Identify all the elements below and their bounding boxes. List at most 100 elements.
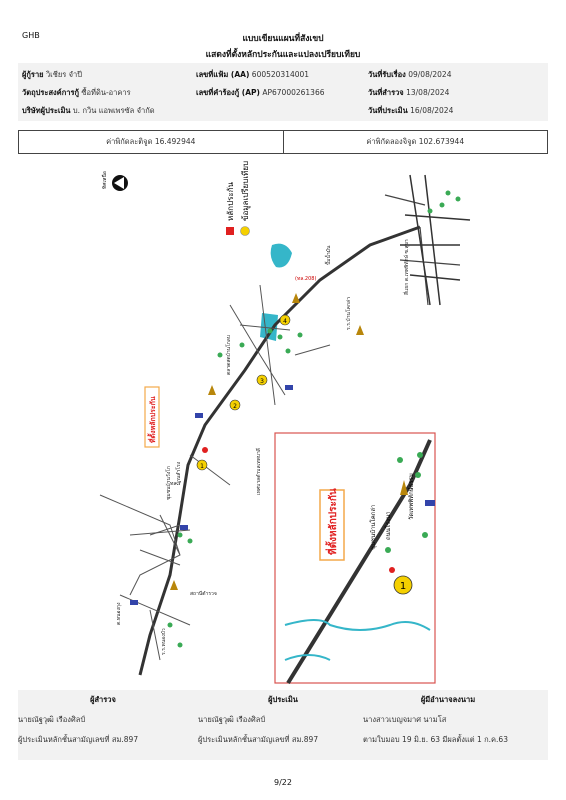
borrower-row: ผู้กู้ราย วิเชียร จำปี bbox=[22, 69, 82, 81]
callout-bubble: ที่ตั้งหลักประกัน bbox=[144, 386, 160, 448]
map-labels: สี่แยก ต.เทพพิทักษ์ ซ.สุขา (ทล.208) ปั๊ม… bbox=[116, 239, 410, 655]
map-label-9: สถานีตำรวจ bbox=[190, 590, 217, 597]
highway-badge: (ทล.208) bbox=[295, 276, 316, 282]
received-value: 09/08/2024 bbox=[408, 70, 452, 79]
ref-value: AP67000261366 bbox=[262, 88, 325, 97]
landmark-icons bbox=[130, 293, 364, 605]
legend-collateral-swatch bbox=[226, 227, 234, 235]
inset-trees bbox=[385, 452, 428, 553]
map-label-8: ชุมชนบ้านวังโก bbox=[165, 466, 172, 500]
appraiser-name: นายณัฐวุฒิ เรืองศิลป์ bbox=[198, 715, 266, 724]
callout-text: ที่ตั้งหลักประกัน bbox=[146, 396, 157, 443]
map-label-3: เทศบาลตำบลเทพบาลี bbox=[255, 448, 262, 495]
appraiser-column: ผู้ประเมิน นายณัฐวุฒิ เรืองศิลป์ ผู้ประเ… bbox=[198, 690, 368, 746]
document-title: แบบเขียนแผนที่สังเขป bbox=[242, 34, 324, 44]
road-number-label: ทล.7 bbox=[170, 481, 181, 487]
appraise-label: วันที่ประเมิน bbox=[368, 106, 408, 115]
collateral-marker bbox=[202, 447, 208, 453]
town-grid bbox=[400, 174, 471, 306]
inset-river-2 bbox=[284, 654, 331, 661]
borrower-label: ผู้กู้ราย bbox=[22, 70, 44, 79]
authorizer-title: ผู้มีอำนาจลงนาม bbox=[420, 695, 476, 704]
map-label-4: ตลาดสดบ้านโกลบ bbox=[225, 335, 232, 375]
surveyor-license: ผู้ประเมินหลักชั้นสามัญเลขที่ สม.897 bbox=[18, 735, 139, 744]
info-panel: ผู้กู้ราย วิเชียร จำปี วัตถุประสงค์การกู… bbox=[18, 63, 548, 121]
ref-row: เลขที่คำร้องกู้ (AP) AP67000261366 bbox=[196, 87, 325, 99]
map-label-2: ร.ร.บ้านโคกล่า bbox=[345, 297, 352, 330]
coordinates-box: ค่าพิกัดละติจูด 16.492944 ค่าพิกัดลองจิจ… bbox=[18, 130, 548, 154]
inset-building bbox=[425, 500, 435, 506]
file-label: เลขที่แฟ้ม (AA) bbox=[196, 70, 250, 79]
compare-marker-1-label: 1 bbox=[200, 463, 204, 470]
inset-river bbox=[284, 619, 431, 631]
purpose-value: ซื้อที่ดิน-อาคาร bbox=[81, 88, 131, 97]
comparison-markers: 1 2 3 4 bbox=[196, 314, 291, 471]
inset-marker bbox=[393, 575, 413, 595]
junction-label: สี่แยก ต.เทพพิทักษ์ ซ.สุขา bbox=[403, 239, 410, 295]
location-map: ทิศเหนือ หลักประกัน ข้อมูลเปรียบเทียบ bbox=[99, 161, 471, 685]
longitude-cell: ค่าพิกัดลองจิจูด 102.673944 bbox=[366, 137, 465, 146]
surveyor-name: นายณัฐวุฒิ เรืองศิลป์ bbox=[18, 715, 86, 724]
map-label-5: ต.หนองกุง bbox=[116, 602, 122, 625]
survey-row: วันที่สำรวจ 13/08/2024 bbox=[368, 87, 449, 99]
signature-panel: ผู้สำรวจ นายณัฐวุฒิ เรืองศิลป์ ผู้ประเมิ… bbox=[18, 690, 548, 760]
legend-compare-label: ข้อมูลเปรียบเทียบ bbox=[241, 161, 251, 221]
authorizer-column: ผู้มีอำนาจลงนาม นางสาวเบญจมาศ นามโส ตามใ… bbox=[363, 690, 533, 746]
tree-markers bbox=[167, 190, 461, 648]
company-value: บ. กวิน แอพเพรซัล จำกัด bbox=[72, 106, 155, 115]
document-subtitle: แสดงที่ตั้งหลักประกันและแปลงเปรียบเทียบ bbox=[205, 50, 361, 60]
legend-collateral-label: หลักประกัน bbox=[226, 181, 235, 221]
purpose-label: วัตถุประสงค์การกู้ bbox=[22, 88, 80, 97]
compare-marker-2-label: 2 bbox=[233, 403, 237, 410]
inset-callout bbox=[319, 489, 345, 561]
surveyor-column: ผู้สำรวจ นายณัฐวุฒิ เรืองศิลป์ ผู้ประเมิ… bbox=[18, 690, 188, 746]
authorizer-note: ตามใบมอบ 19 มิ.ย. 63 มีผลตั้งแต่ 1 ก.ค.6… bbox=[363, 735, 508, 744]
survey-value: 13/08/2024 bbox=[406, 88, 450, 97]
file-value: 600520314001 bbox=[251, 70, 310, 79]
appraise-value: 16/08/2024 bbox=[410, 106, 454, 115]
inset-village-label: ชุมชนบ้านโคกล่า bbox=[369, 505, 377, 550]
highway-road bbox=[138, 225, 421, 676]
map-legend: หลักประกัน ข้อมูลเปรียบเทียบ bbox=[226, 161, 251, 236]
inset-temple-icon bbox=[400, 480, 408, 495]
appraise-row: วันที่ประเมิน 16/08/2024 bbox=[368, 105, 453, 117]
compare-marker-4-label: 4 bbox=[283, 318, 287, 325]
compare-marker-1 bbox=[196, 459, 208, 471]
inset-callout-text: ที่ตั้งหลักประกัน bbox=[325, 488, 339, 555]
secondary-roads bbox=[384, 194, 461, 306]
compare-marker-2 bbox=[229, 399, 241, 411]
inset-map: 1 ที่ตั้งหลักประกัน วัดเทพพิทักษ์ธรรม ชุ… bbox=[274, 432, 436, 685]
compare-marker-3 bbox=[256, 374, 268, 386]
inset-road-label: ถนนโรงนา bbox=[384, 511, 392, 540]
appraiser-license: ผู้ประเมินหลักชั้นสามัญเลขที่ สม.897 bbox=[198, 735, 319, 744]
map-label-1: ปั๊มน้ำมัน bbox=[323, 245, 332, 265]
authorizer-name: นางสาวเบญจมาศ นามโส bbox=[363, 715, 447, 724]
legend-compare-swatch bbox=[240, 226, 250, 236]
compare-marker-4 bbox=[279, 314, 291, 326]
map-label-6: บ้านสำโรง bbox=[175, 461, 182, 485]
company-label: บริษัทผู้ประเมิน bbox=[22, 106, 71, 115]
purpose-row: วัตถุประสงค์การกู้ ซื้อที่ดิน-อาคาร bbox=[22, 87, 131, 99]
page-number: 9/22 bbox=[274, 778, 292, 787]
received-label: วันที่รับเรื่อง bbox=[368, 70, 406, 79]
inset-collateral bbox=[389, 567, 395, 573]
company-row: บริษัทผู้ประเมิน บ. กวิน แอพเพรซัล จำกัด bbox=[22, 105, 155, 117]
north-label: ทิศเหนือ bbox=[101, 171, 108, 189]
borrower-value: วิเชียร จำปี bbox=[45, 70, 83, 79]
brand-logo-text: GHB bbox=[22, 31, 40, 40]
surveyor-title: ผู้สำรวจ bbox=[90, 695, 116, 704]
survey-label: วันที่สำรวจ bbox=[368, 88, 404, 97]
ref-label: เลขที่คำร้องกู้ (AP) bbox=[196, 88, 260, 97]
pond bbox=[270, 243, 292, 268]
appraiser-title: ผู้ประเมิน bbox=[268, 695, 298, 704]
map-label-7: ร.ร.หนองบัว bbox=[161, 628, 167, 655]
inset-road bbox=[286, 439, 432, 685]
compare-marker-3-label: 3 bbox=[260, 378, 264, 385]
inset-marker-label: 1 bbox=[400, 581, 406, 592]
north-arrow-icon: ทิศเหนือ bbox=[101, 171, 128, 191]
local-streets bbox=[99, 284, 331, 661]
received-row: วันที่รับเรื่อง 09/08/2024 bbox=[368, 69, 451, 81]
inset-temple-label: วัดเทพพิทักษ์ธรรม bbox=[407, 473, 415, 520]
latitude-cell: ค่าพิกัดละติจูด 16.492944 bbox=[19, 131, 284, 153]
file-row: เลขที่แฟ้ม (AA) 600520314001 bbox=[196, 69, 309, 81]
